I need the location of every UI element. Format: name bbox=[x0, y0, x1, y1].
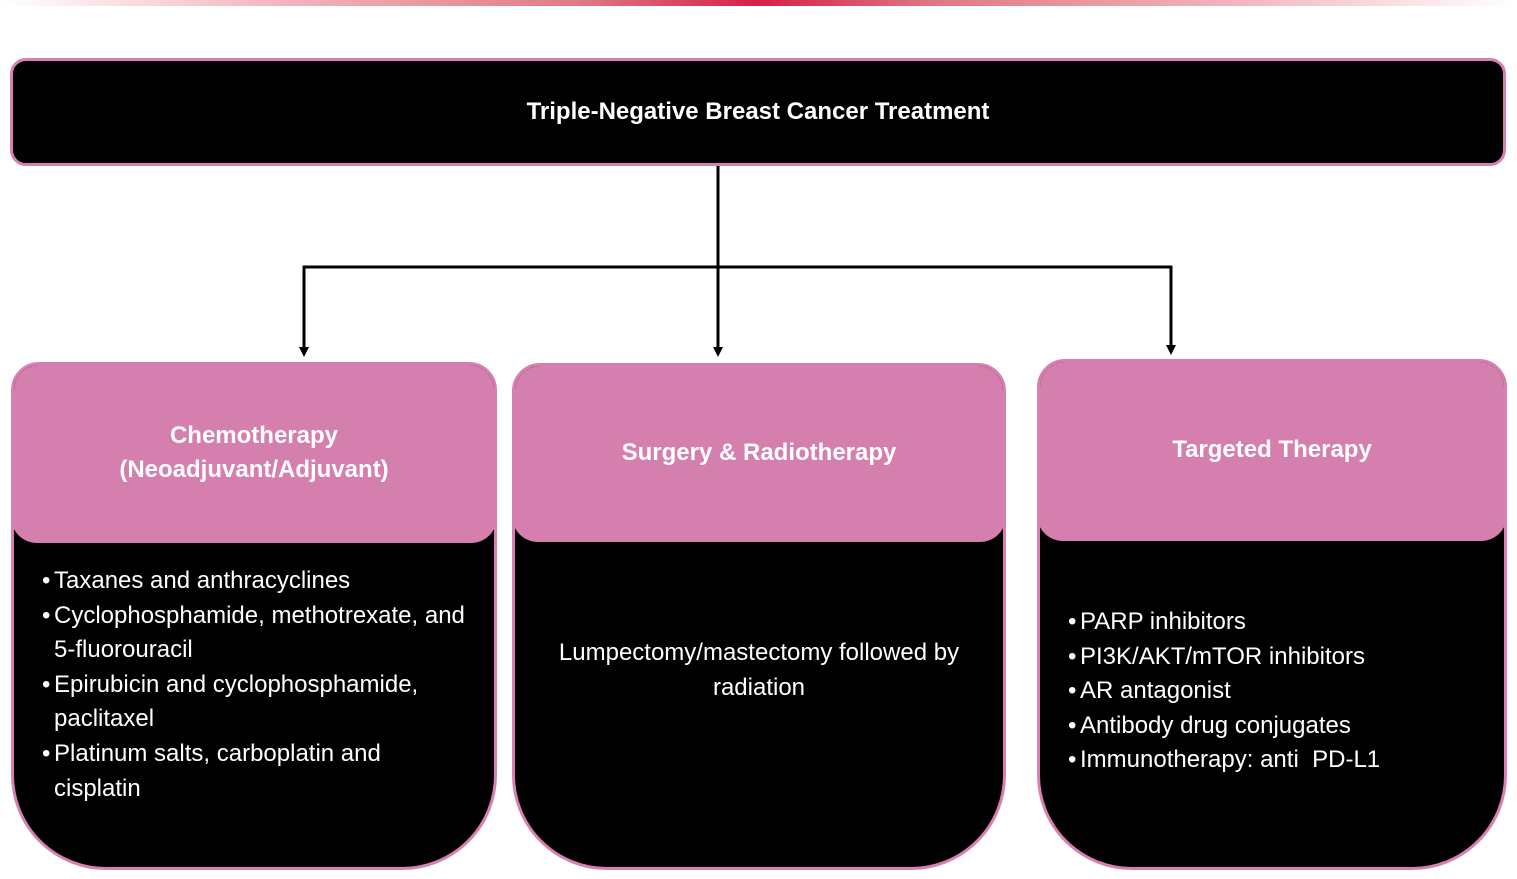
chemotherapy-header: Chemotherapy (Neoadjuvant/Adjuvant) bbox=[14, 365, 494, 543]
chemotherapy-title: Chemotherapy bbox=[169, 421, 339, 449]
chemotherapy-body: Taxanes and anthracyclines Cyclophospham… bbox=[42, 564, 474, 867]
chemotherapy-subtitle: (Neoadjuvant/Adjuvant) bbox=[119, 455, 389, 483]
targeted-therapy-body: PARP inhibitors PI3K/AKT/mTOR inhibitors… bbox=[1068, 605, 1484, 867]
targeted-therapy-title: Targeted Therapy bbox=[1172, 436, 1372, 463]
list-item: Antibody drug conjugates bbox=[1068, 709, 1484, 744]
surgery-header: Surgery & Radiotherapy bbox=[515, 366, 1003, 542]
list-item: Epirubicin and cyclophosphamide, paclita… bbox=[42, 668, 474, 737]
list-item: PI3K/AKT/mTOR inhibitors bbox=[1068, 640, 1484, 675]
root-node: Triple-Negative Breast Cancer Treatment bbox=[10, 58, 1506, 166]
chemotherapy-list: Taxanes and anthracyclines Cyclophospham… bbox=[42, 564, 474, 806]
root-title: Triple-Negative Breast Cancer Treatment bbox=[526, 98, 990, 125]
accent-strip bbox=[0, 0, 1517, 6]
list-item: Taxanes and anthracyclines bbox=[42, 564, 474, 599]
list-item: Cyclophosphamide, methotrexate, and 5-fl… bbox=[42, 599, 474, 668]
surgery-card: Surgery & Radiotherapy Lumpectomy/mastec… bbox=[512, 363, 1006, 870]
list-item: Immunotherapy: anti PD-L1 bbox=[1068, 743, 1484, 778]
targeted-therapy-header: Targeted Therapy bbox=[1040, 362, 1504, 541]
surgery-title: Surgery & Radiotherapy bbox=[621, 438, 897, 466]
list-item: PARP inhibitors bbox=[1068, 605, 1484, 640]
list-item: Platinum salts, carboplatin and cisplati… bbox=[42, 737, 474, 806]
targeted-therapy-list: PARP inhibitors PI3K/AKT/mTOR inhibitors… bbox=[1068, 605, 1484, 778]
surgery-body: Lumpectomy/mastectomy followed by radiat… bbox=[535, 636, 983, 867]
surgery-text: Lumpectomy/mastectomy followed by radiat… bbox=[558, 639, 960, 701]
targeted-therapy-card: Targeted Therapy PARP inhibitors PI3K/AK… bbox=[1037, 359, 1507, 870]
list-item: AR antagonist bbox=[1068, 674, 1484, 709]
chemotherapy-card: Chemotherapy (Neoadjuvant/Adjuvant) Taxa… bbox=[11, 362, 497, 870]
